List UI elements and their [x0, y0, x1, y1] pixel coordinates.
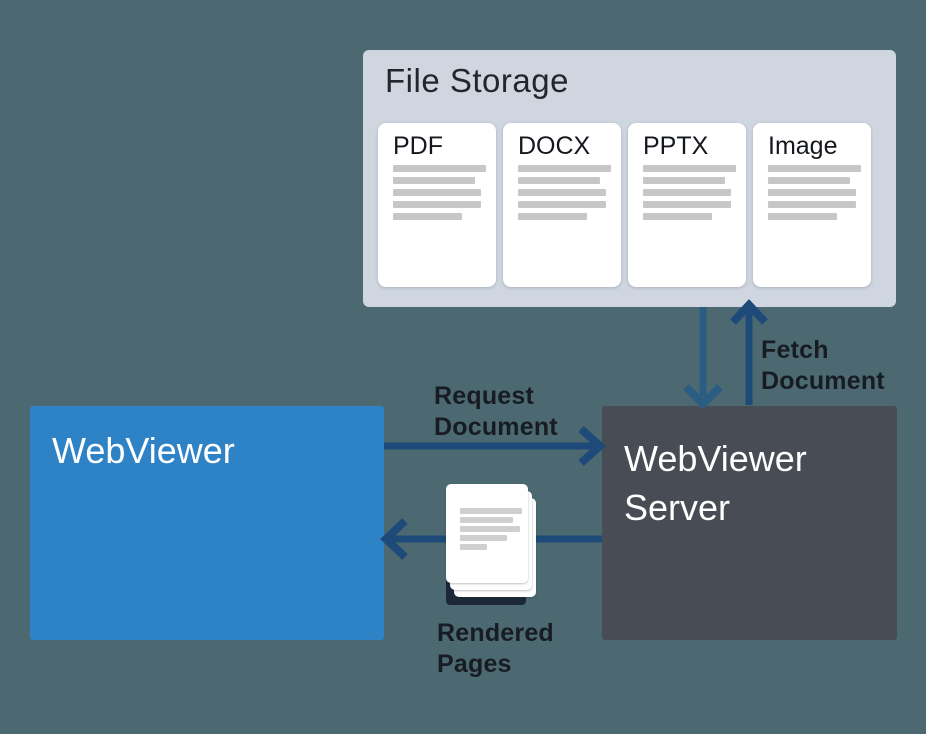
webviewer-server-node: WebViewer Server: [602, 406, 897, 640]
file-card-label: Image: [768, 132, 838, 160]
page-front: [446, 484, 528, 583]
file-storage-title: File Storage: [385, 62, 569, 99]
document-text-lines: [518, 165, 621, 220]
document-stack-icon: [446, 484, 556, 614]
document-text-lines: [768, 165, 871, 220]
webviewer-node-label: WebViewer: [52, 430, 235, 471]
file-card-image: Image: [753, 123, 871, 287]
file-card-label: PDF: [393, 132, 443, 160]
file-card-pdf: PDF: [378, 123, 496, 287]
file-card-label: PPTX: [643, 132, 709, 160]
document-text-lines: [643, 165, 746, 220]
request-document-label: Request Document: [434, 382, 558, 441]
file-card-docx: DOCX: [503, 123, 621, 287]
rendered-pages-label: Rendered Pages: [437, 619, 554, 678]
file-storage-panel: File Storage PDF DOCX PPTX: [363, 50, 896, 307]
webviewer-server-node-label: WebViewer Server: [624, 438, 807, 528]
file-card-label: DOCX: [518, 132, 591, 160]
webviewer-node: WebViewer: [30, 406, 384, 640]
document-text-lines: [393, 165, 496, 220]
file-card-pptx: PPTX: [628, 123, 746, 287]
file-storage-cards: PDF DOCX PPTX Image: [378, 123, 871, 287]
fetch-down-arrow: [683, 307, 723, 410]
fetch-document-label: Fetch Document: [761, 336, 885, 395]
